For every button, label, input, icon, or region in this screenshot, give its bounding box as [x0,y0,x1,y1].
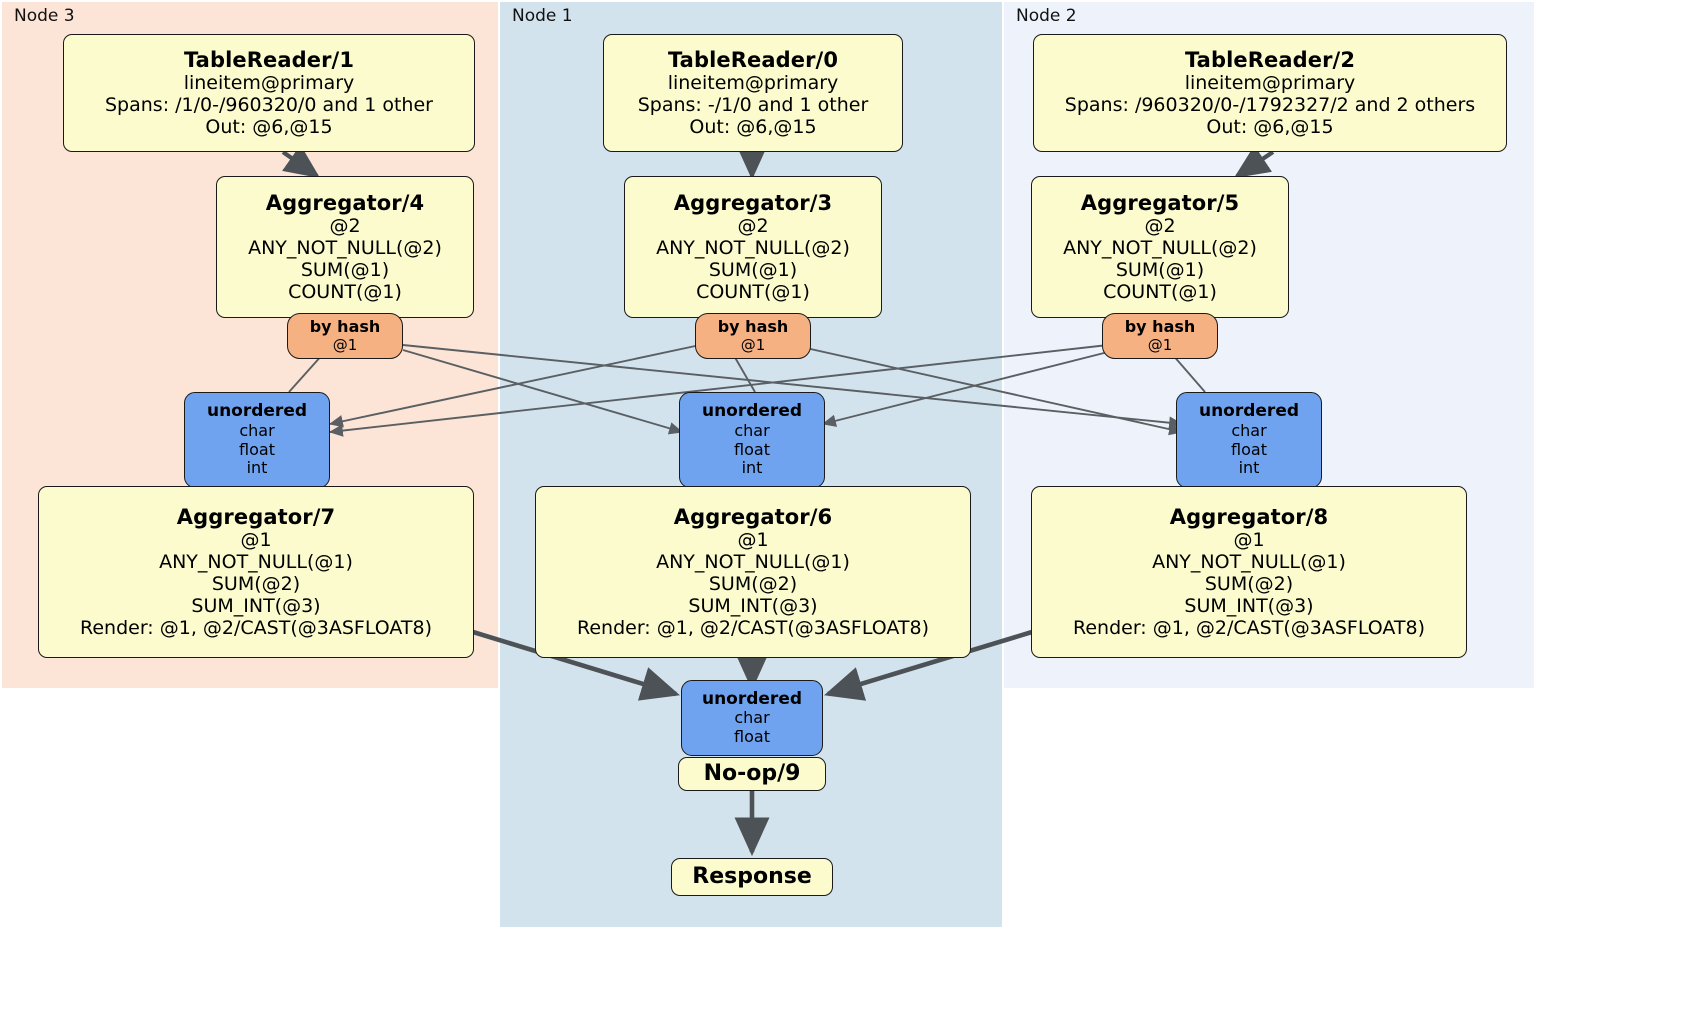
router-title: by hash [1124,317,1196,337]
receiver-line: char [1231,421,1267,441]
processor-line: SUM(@2) [708,573,798,596]
processor-response[interactable]: Response [671,858,833,896]
processor-line: SUM_INT(@3) [1184,595,1314,618]
node-label-node3: Node 3 [14,6,75,26]
processor-title: TableReader/2 [1184,47,1356,72]
processor-line: SUM_INT(@3) [688,595,818,618]
receiver-unordered-7[interactable]: unordered char float int [184,392,330,488]
node-label-node2: Node 2 [1016,6,1077,26]
processor-aggregator-6[interactable]: Aggregator/6 @1 ANY_NOT_NULL(@1) SUM(@2)… [535,486,971,658]
receiver-title: unordered [1198,401,1300,422]
receiver-line: char [239,421,275,441]
receiver-line: int [741,458,763,478]
receiver-unordered-8[interactable]: unordered char float int [1176,392,1322,488]
processor-title: Aggregator/3 [673,190,833,215]
processor-line: Render: @1, @2/CAST(@3ASFLOAT8) [80,617,432,640]
receiver-line: float [734,726,770,746]
processor-noop-9[interactable]: No-op/9 [678,757,826,791]
processor-line: SUM(@1) [708,259,798,282]
processor-line: @1 [240,529,272,552]
receiver-line: float [1231,439,1267,459]
router-title: by hash [717,317,789,337]
processor-line: ANY_NOT_NULL(@1) [1152,551,1346,574]
processor-line: @2 [329,215,361,238]
receiver-unordered-final[interactable]: unordered char float [681,680,823,756]
processor-table-reader-2[interactable]: TableReader/2 lineitem@primary Spans: /9… [1033,34,1507,152]
processor-line: Spans: -/1/0 and 1 other [637,94,869,117]
processor-aggregator-5[interactable]: Aggregator/5 @2 ANY_NOT_NULL(@2) SUM(@1)… [1031,176,1289,318]
processor-line: COUNT(@1) [696,281,810,304]
processor-line: COUNT(@1) [1103,281,1217,304]
processor-title: Aggregator/8 [1169,504,1329,529]
processor-aggregator-7[interactable]: Aggregator/7 @1 ANY_NOT_NULL(@1) SUM(@2)… [38,486,474,658]
processor-title: Aggregator/5 [1080,190,1240,215]
processor-line: ANY_NOT_NULL(@2) [1063,237,1257,260]
processor-aggregator-8[interactable]: Aggregator/8 @1 ANY_NOT_NULL(@1) SUM(@2)… [1031,486,1467,658]
receiver-unordered-6[interactable]: unordered char float int [679,392,825,488]
receiver-line: char [734,708,770,728]
receiver-title: unordered [701,688,803,709]
processor-line: @1 [1233,529,1265,552]
processor-aggregator-3[interactable]: Aggregator/3 @2 ANY_NOT_NULL(@2) SUM(@1)… [624,176,882,318]
processor-title: TableReader/1 [183,47,355,72]
processor-line: lineitem@primary [183,72,355,95]
processor-line: Out: @6,@15 [205,116,333,139]
receiver-line: char [734,421,770,441]
processor-line: Spans: /1/0-/960320/0 and 1 other [105,94,433,117]
router-line: @1 [1147,335,1173,354]
router-line: @1 [332,335,358,354]
processor-line: SUM(@1) [1115,259,1205,282]
receiver-line: int [246,458,268,478]
processor-aggregator-4[interactable]: Aggregator/4 @2 ANY_NOT_NULL(@2) SUM(@1)… [216,176,474,318]
processor-line: Out: @6,@15 [689,116,817,139]
processor-line: ANY_NOT_NULL(@1) [159,551,353,574]
processor-title: Response [692,864,812,890]
processor-title: No-op/9 [703,761,801,787]
processor-line: lineitem@primary [667,72,839,95]
receiver-line: float [239,439,275,459]
processor-line: Render: @1, @2/CAST(@3ASFLOAT8) [1073,617,1425,640]
processor-line: lineitem@primary [1184,72,1356,95]
router-by-hash-4[interactable]: by hash @1 [287,313,403,359]
processor-title: Aggregator/6 [673,504,833,529]
router-by-hash-5[interactable]: by hash @1 [1102,313,1218,359]
processor-title: Aggregator/7 [176,504,336,529]
router-line: @1 [740,335,766,354]
receiver-line: float [734,439,770,459]
processor-line: @2 [1144,215,1176,238]
processor-line: Spans: /960320/0-/1792327/2 and 2 others [1064,94,1476,117]
processor-title: TableReader/0 [667,47,839,72]
node-label-node1: Node 1 [512,6,573,26]
processor-line: COUNT(@1) [288,281,402,304]
processor-line: Out: @6,@15 [1206,116,1334,139]
processor-line: SUM_INT(@3) [191,595,321,618]
router-by-hash-3[interactable]: by hash @1 [695,313,811,359]
processor-line: @1 [737,529,769,552]
processor-table-reader-0[interactable]: TableReader/0 lineitem@primary Spans: -/… [603,34,903,152]
processor-line: ANY_NOT_NULL(@1) [656,551,850,574]
processor-line: @2 [737,215,769,238]
processor-line: ANY_NOT_NULL(@2) [656,237,850,260]
processor-line: ANY_NOT_NULL(@2) [248,237,442,260]
processor-line: Render: @1, @2/CAST(@3ASFLOAT8) [577,617,929,640]
processor-line: SUM(@2) [1204,573,1294,596]
processor-line: SUM(@2) [211,573,301,596]
processor-title: Aggregator/4 [265,190,425,215]
receiver-title: unordered [206,401,308,422]
processor-line: SUM(@1) [300,259,390,282]
receiver-title: unordered [701,401,803,422]
processor-table-reader-1[interactable]: TableReader/1 lineitem@primary Spans: /1… [63,34,475,152]
receiver-line: int [1238,458,1260,478]
router-title: by hash [309,317,381,337]
